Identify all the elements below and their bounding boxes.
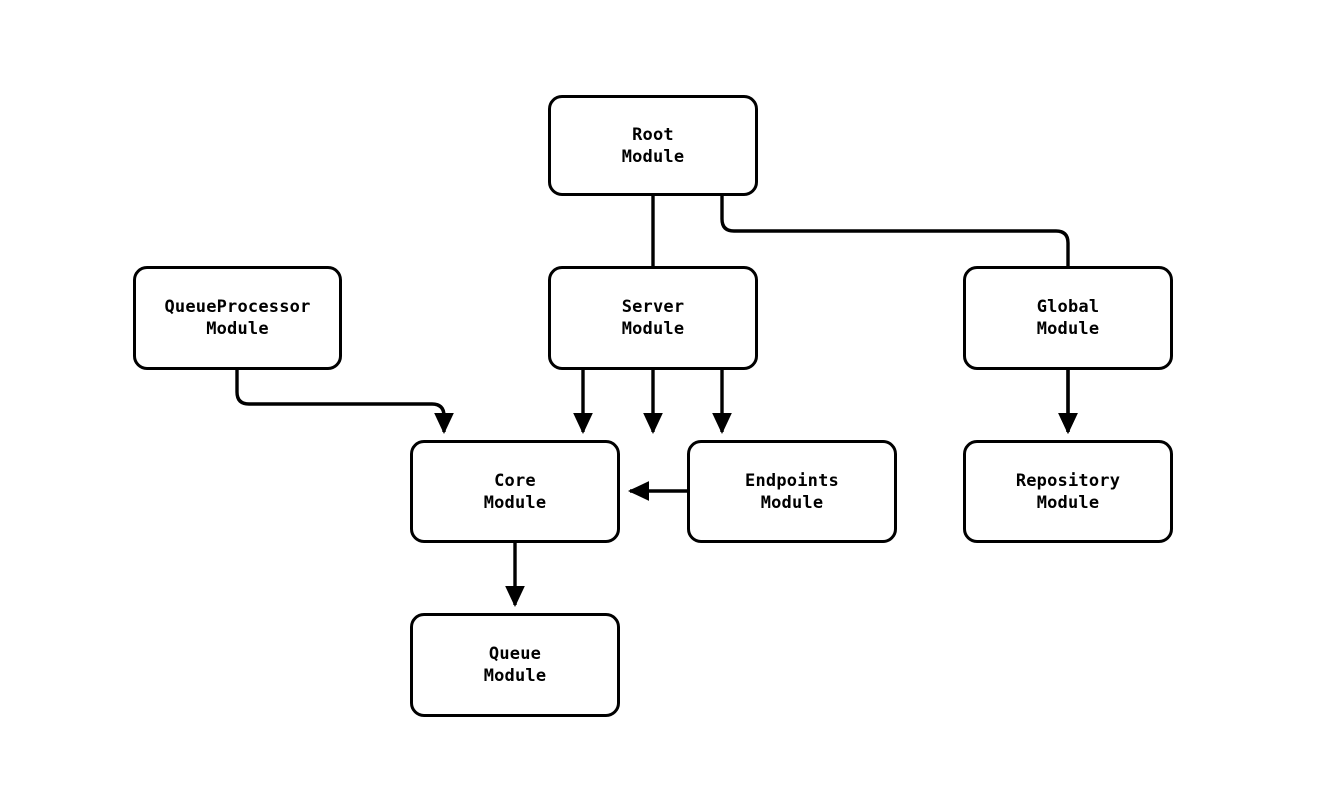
node-label-queue: Queue Module <box>483 644 547 686</box>
edge-root-to-global <box>720 196 1078 435</box>
edge-queueprocessor-to-core <box>235 370 454 435</box>
node-label-queueprocessor: QueueProcessor Module <box>164 297 311 339</box>
node-queueprocessor[interactable]: QueueProcessor Module <box>133 266 342 370</box>
node-label-global: Global Module <box>1036 297 1100 339</box>
node-core[interactable]: Core Module <box>410 440 620 543</box>
node-queue[interactable]: Queue Module <box>410 613 620 717</box>
node-label-server: Server Module <box>621 297 685 339</box>
node-endpoints[interactable]: Endpoints Module <box>687 440 897 543</box>
node-label-repository: Repository Module <box>1015 470 1121 513</box>
node-global[interactable]: Global Module <box>963 266 1173 370</box>
node-root[interactable]: Root Module <box>548 95 758 196</box>
node-repository[interactable]: Repository Module <box>963 440 1173 543</box>
node-label-root: Root Module <box>621 124 685 167</box>
node-label-core: Core Module <box>483 470 547 513</box>
node-label-endpoints: Endpoints Module <box>745 470 839 513</box>
node-server[interactable]: Server Module <box>548 266 758 370</box>
